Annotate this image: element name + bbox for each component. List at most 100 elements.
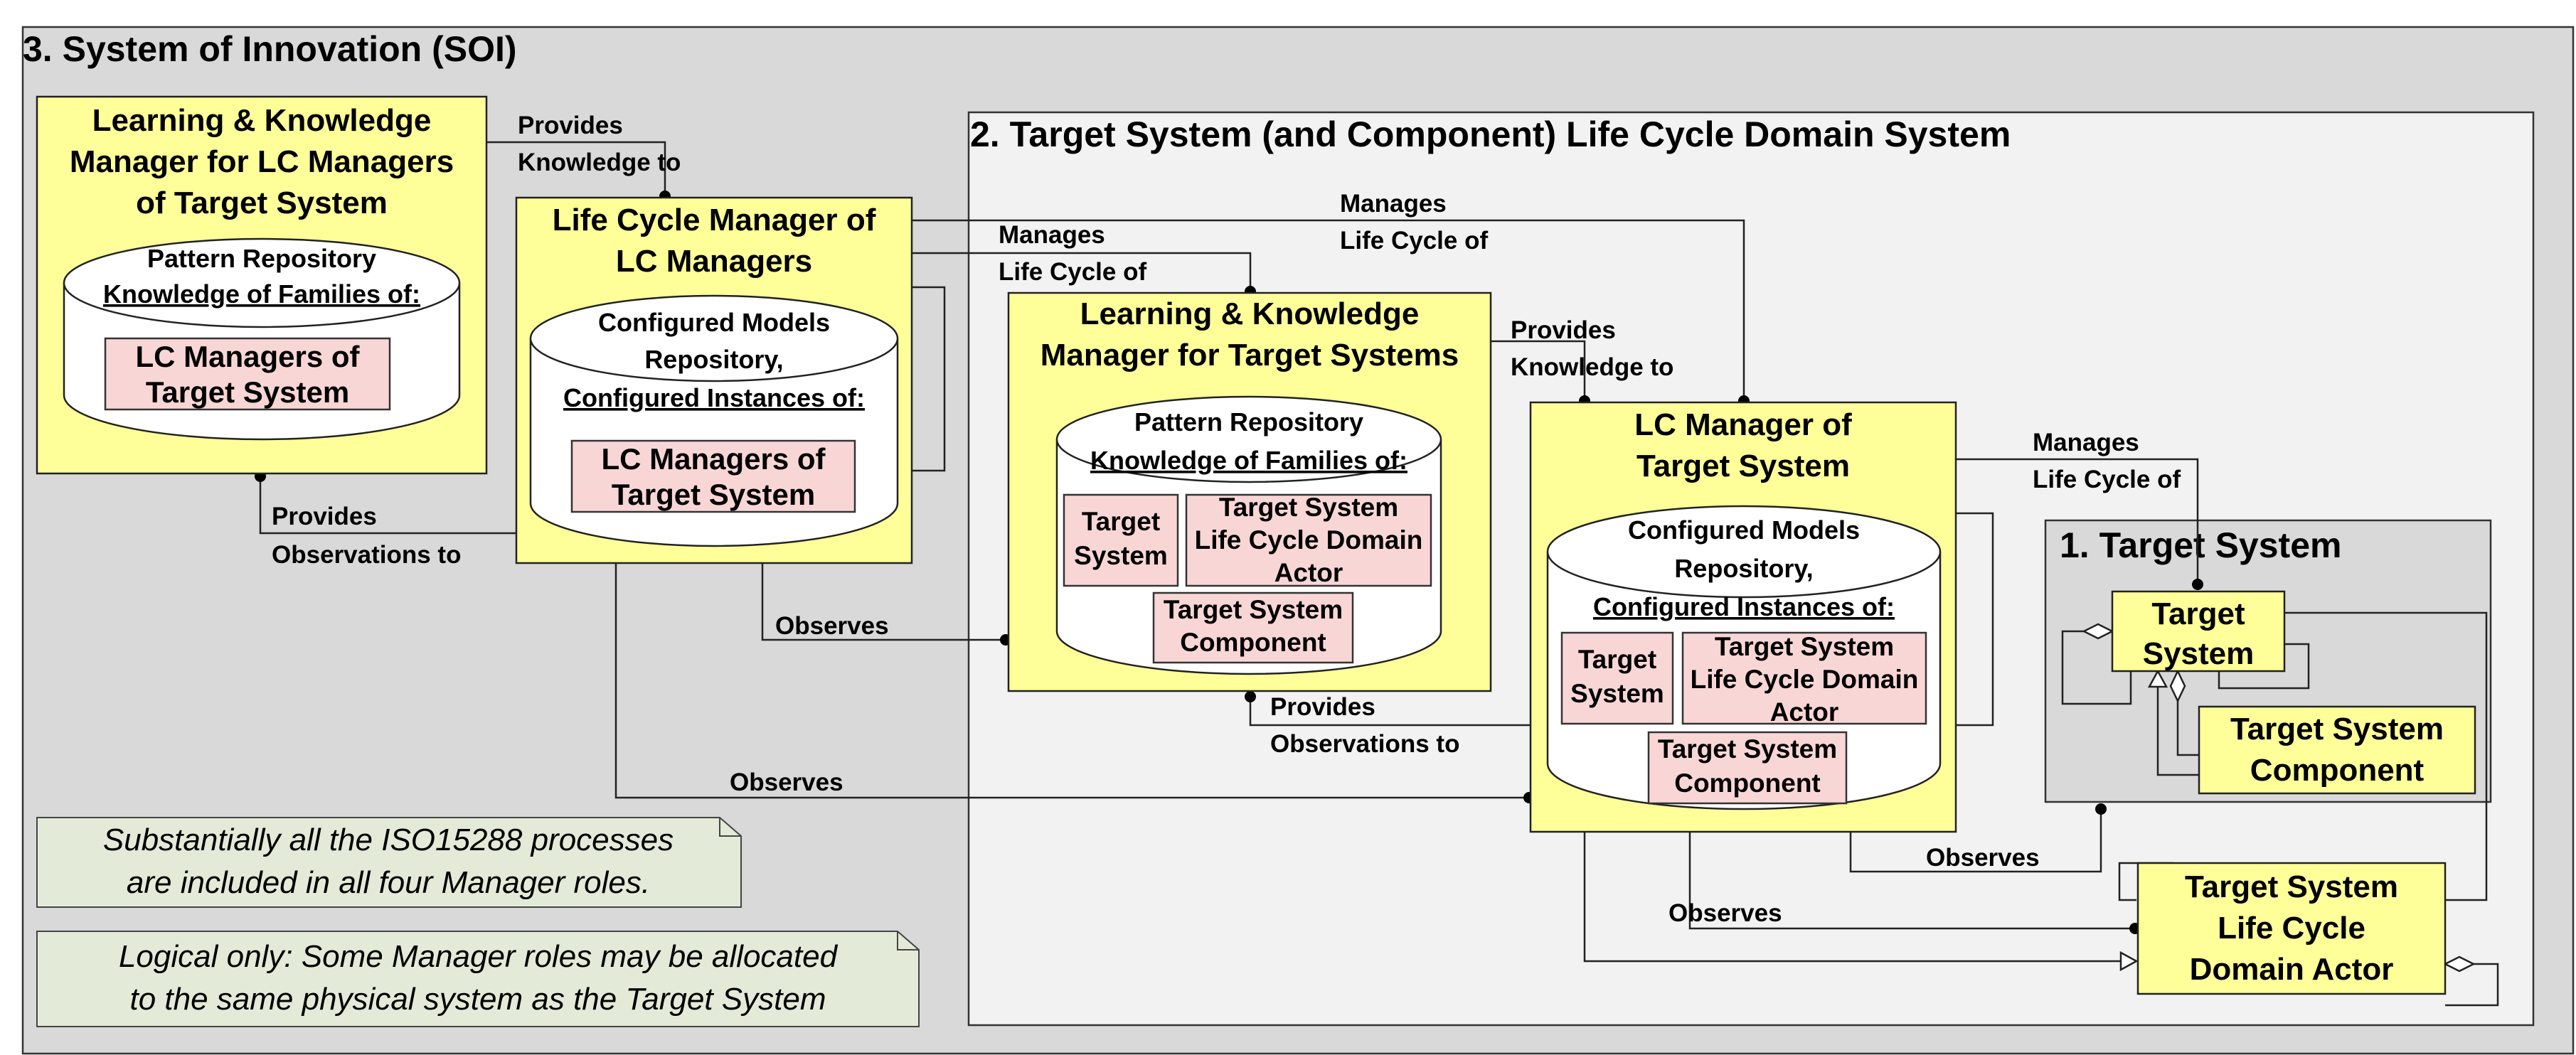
note-1-line-2: are included in all four Manager roles. xyxy=(127,865,650,900)
triangle-head-actor xyxy=(2119,950,2139,972)
edge-target-loop xyxy=(2218,643,2310,690)
lkm-ts-item-target-2: System xyxy=(1074,541,1168,570)
lkm-ts-item-component-1: Target System xyxy=(1164,595,1343,624)
lcm-lcm-title-2: LC Managers xyxy=(616,244,812,279)
lcm-ts-item-actor-1: Target System xyxy=(1715,632,1894,661)
lcm-ts-repo-1: Configured Models xyxy=(1628,515,1860,545)
target-system-label-2: System xyxy=(2143,636,2255,671)
label-manages-3b: Life Cycle of xyxy=(2033,466,2181,493)
lkm-lc-repo-2: Knowledge of Families of: xyxy=(103,279,420,309)
lkm-ts-item-component-box xyxy=(1152,591,1354,664)
edge-provides-knowledge-1 xyxy=(487,141,666,198)
lcm-lcm-repository-top xyxy=(529,294,899,382)
lkm-ts-item-actor-2: Life Cycle Domain xyxy=(1195,525,1423,555)
edge-provides-observations-2 xyxy=(1249,695,1531,727)
lcm-lcm-item-2: Target System xyxy=(612,478,815,511)
diamond-target-left xyxy=(2082,623,2114,640)
target-system-label-1: Target xyxy=(2151,596,2245,631)
lkm-lc-item-2: Target System xyxy=(146,375,349,409)
lcm-ts-repo-3: Configured Instances of: xyxy=(1593,592,1895,621)
lkm-lc-item-box xyxy=(104,337,391,411)
note-2-line-1: Logical only: Some Manager roles may be … xyxy=(119,939,839,974)
label-provides-obs-1b: Observations to xyxy=(272,541,461,569)
lcm-ts-item-target-2: System xyxy=(1570,679,1664,708)
lkm-ts-item-target-1: Target xyxy=(1082,507,1160,536)
lkm-ts-title-1: Learning & Knowledge xyxy=(1080,296,1420,331)
label-manages-1b: Life Cycle of xyxy=(999,258,1146,286)
domain-actor-label-1: Target System xyxy=(2185,869,2398,904)
lkm-lc-title-2: Manager for LC Managers xyxy=(70,144,454,179)
edge-provides-knowledge-2 xyxy=(1491,340,1586,402)
note-2: Logical only: Some Manager roles may be … xyxy=(36,931,920,1027)
target-system-group: Target System Target System Component xyxy=(2111,590,2476,795)
lkm-lc-managers: Learning & Knowledge Manager for LC Mana… xyxy=(36,95,488,475)
edge-manages-3 xyxy=(1956,458,2199,584)
dot-m3 xyxy=(2192,579,2203,590)
target-system-frame-title: 1. Target System xyxy=(2060,525,2341,565)
note-2-line-2: to the same physical system as the Targe… xyxy=(129,982,826,1017)
domain-actor-box xyxy=(2136,862,2447,995)
lkm-ts-item-actor-3: Actor xyxy=(1274,558,1343,587)
edge-component-generalization xyxy=(2156,687,2199,776)
lcm-ts-item-actor-box xyxy=(1681,631,1927,725)
lkm-lc-title-1: Learning & Knowledge xyxy=(92,103,432,138)
label-manages-2b: Life Cycle of xyxy=(1340,227,1488,255)
lkm-lc-title-3: of Target System xyxy=(136,186,388,220)
lkm-ts-item-actor-box xyxy=(1185,493,1432,587)
edge-manages-2 xyxy=(912,219,1745,402)
lkm-ts-item-actor-1: Target System xyxy=(1219,493,1398,522)
lcm-ts-item-component-2: Component xyxy=(1674,769,1821,798)
note-2-shape xyxy=(36,931,920,1027)
triangle-head-component xyxy=(2147,669,2168,688)
edge-manages-1 xyxy=(912,252,1252,293)
label-manages-2a: Manages xyxy=(1340,190,1447,218)
label-manages-1a: Manages xyxy=(999,221,1105,249)
label-manages-3a: Manages xyxy=(2033,429,2139,456)
edge-actor-to-target xyxy=(2284,611,2488,901)
note-2-fold xyxy=(897,931,919,950)
lkm-ts-item-component-2: Component xyxy=(1180,628,1326,657)
label-provides-obs-1a: Provides xyxy=(272,503,377,530)
lcm-lcm-repo-3: Configured Instances of: xyxy=(563,383,865,412)
target-component-box xyxy=(2198,705,2476,795)
domain-title: 2. Target System (and Component) Life Cy… xyxy=(970,114,2011,154)
lcm-ts-item-component-box xyxy=(1647,731,1848,805)
lkm-lc-repo-1: Pattern Repository xyxy=(147,244,376,273)
soi-title: 3. System of Innovation (SOI) xyxy=(23,29,517,69)
lcm-lcm-item-box xyxy=(570,439,856,513)
label-observes-2: Observes xyxy=(730,769,843,796)
label-provides-obs-2b: Observations to xyxy=(1270,730,1459,758)
lcm-ts-repo-2: Repository, xyxy=(1674,554,1813,583)
label-observes-3: Observes xyxy=(1926,844,2040,872)
note-1-line-1: Substantially all the ISO15288 processes xyxy=(103,823,674,857)
label-observes-1: Observes xyxy=(775,612,889,640)
note-1-fold xyxy=(719,818,741,837)
lkm-lc-repository-top xyxy=(63,237,461,328)
edge-self-loop-lcm-lcm xyxy=(912,286,946,472)
dot-o3 xyxy=(2095,803,2107,815)
lcm-ts-item-actor-3: Actor xyxy=(1770,697,1839,727)
note-1-shape xyxy=(36,817,742,908)
diamond-component xyxy=(2169,669,2186,703)
lcm-ts-item-component-1: Target System xyxy=(1658,734,1837,764)
lcm-lcm-title-1: Life Cycle Manager of xyxy=(553,203,876,237)
edge-provides-observations-1 xyxy=(259,475,516,535)
edge-labels: Provides Knowledge to Provides Observati… xyxy=(272,112,2181,927)
target-component-label-2: Component xyxy=(2250,753,2425,788)
edge-observes-1 xyxy=(761,563,1007,641)
lcm-lc-managers: Life Cycle Manager of LC Managers Config… xyxy=(515,196,913,564)
target-system-box xyxy=(2111,590,2286,673)
edge-target-aggregation-left xyxy=(2061,630,2132,705)
lcm-lcm-repo-1: Configured Models xyxy=(598,308,830,337)
edge-self-loop-lcm-ts xyxy=(1956,512,1994,727)
lkm-ts-item-target-box xyxy=(1063,493,1179,587)
edge-observes-4 xyxy=(1688,832,2136,930)
diamond-actor xyxy=(2443,955,2476,973)
lkm-target-systems: Learning & Knowledge Manager for Target … xyxy=(1007,291,1492,692)
label-provides-knowledge-1a: Provides xyxy=(518,112,623,139)
lkm-lc-item-1: LC Managers of xyxy=(135,340,360,373)
lcm-ts-item-target-box xyxy=(1560,631,1674,725)
lcm-lcm-repo-2: Repository, xyxy=(644,345,783,374)
domain-actor-group: Target System Life Cycle Domain Actor xyxy=(2136,862,2447,995)
label-provides-obs-2a: Provides xyxy=(1270,693,1375,721)
